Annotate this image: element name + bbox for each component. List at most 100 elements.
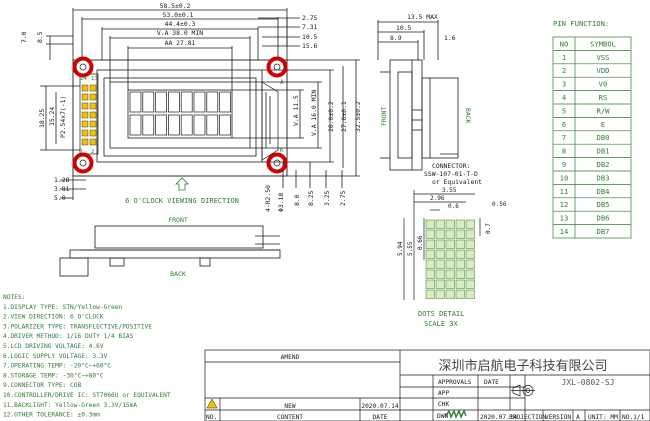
- side-view-bottom: [59, 225, 281, 277]
- side-dim-16: 1.6: [444, 34, 456, 42]
- character-cell: [193, 114, 206, 136]
- pin-symbol: VSS: [597, 53, 610, 62]
- note-line: 9.CONNECTOR TYPE: COB: [3, 382, 82, 389]
- pin-number: 9: [562, 160, 566, 169]
- projection-label: PROJECTION: [509, 414, 547, 421]
- connector-part: SSW-107-01-T-D: [424, 170, 478, 178]
- pin-function-title: PIN FUNCTION:: [553, 19, 609, 28]
- pin-label-1: 1: [80, 149, 83, 155]
- dots-dim-07: 0.7: [485, 223, 492, 234]
- note-line: 7.OPERATING TEMP: -20°C~+60°C: [3, 362, 111, 370]
- character-cell: [219, 114, 231, 136]
- dim-height-27: 27.0±0.1: [340, 101, 348, 132]
- pin-number: 13: [560, 214, 569, 223]
- dot-cell: [445, 279, 455, 289]
- dot-cell: [465, 259, 475, 269]
- front-view: [40, 8, 360, 200]
- pin-number: 14: [560, 227, 569, 236]
- dot-cell: [445, 259, 455, 269]
- pin-number: 2: [562, 66, 566, 75]
- pin-symbol: R/W: [597, 106, 611, 115]
- pin-symbol: DB5: [597, 200, 610, 209]
- pin-symbol: DB0: [597, 133, 610, 142]
- date-column-label: DATE: [373, 414, 388, 421]
- mounting-holes: [72, 56, 288, 174]
- dot-cell: [435, 269, 445, 279]
- pin-pad: [81, 84, 89, 92]
- dot-cell: [465, 289, 475, 299]
- dots-dim-594: 5.94: [397, 241, 404, 256]
- pin-pad: [81, 120, 89, 128]
- dim-va-height-1: V.A 11.5: [292, 95, 300, 126]
- dot-cell: [455, 279, 465, 289]
- pin-pad: [89, 129, 97, 137]
- dot-cell: [425, 239, 435, 249]
- pin-pads: [81, 84, 97, 146]
- mounting-hole-br: [266, 152, 288, 174]
- drawn-by-signature: [444, 409, 467, 419]
- dot-cell: [435, 279, 445, 289]
- character-cell: [142, 114, 155, 136]
- note-line: 5.LCD DRIVING VOLTAGE: 4.6V: [3, 343, 104, 350]
- character-cell: [206, 114, 219, 136]
- pin-pad: [89, 120, 97, 128]
- note-line: 3.POLARIZER TYPE: TRANSFLECTIVE/POSITIVE: [3, 323, 152, 330]
- dot-cell: [455, 269, 465, 279]
- pin-pad: [89, 111, 97, 119]
- dim-height-26: 26.0±0.2: [327, 101, 335, 132]
- dots-detail-scale: SCALE 3X: [424, 320, 459, 328]
- pin-number: 12: [560, 200, 569, 209]
- note-line: 8.STORAGE TEMP: -30°C~+80°C: [3, 371, 104, 379]
- pin-label-13: 13: [91, 76, 98, 82]
- dot-cell: [455, 289, 465, 299]
- pin-number: 11: [560, 187, 569, 196]
- dot-cell: [465, 229, 475, 239]
- dot-cell: [445, 249, 455, 259]
- character-cell: [129, 114, 142, 136]
- unit-label: UNIT: MM: [588, 414, 618, 421]
- character-cell: [155, 91, 167, 113]
- dim-right-top-2: 7.31: [302, 23, 318, 31]
- pin-number: 4: [562, 93, 566, 102]
- dot-cell: [425, 259, 435, 269]
- notes-list: NOTES:1.DISPLAY TYPE: STN/Yellow-Green2.…: [3, 294, 171, 419]
- dots-dim-056: 0.56: [492, 201, 507, 208]
- side-back-label: BACK: [464, 108, 472, 124]
- dim-bottom-3: 3.25: [323, 190, 331, 206]
- dim-va-width: V.A 38.0 MIN: [157, 29, 203, 37]
- dim-overall-width: 58.5±0.2: [160, 2, 191, 10]
- dim-left-top-1: 7.0: [20, 31, 28, 43]
- pin-table-frame: [552, 36, 632, 239]
- amend-label: AMEND: [281, 354, 300, 361]
- character-cell: [168, 114, 180, 136]
- revision-date: 2020.07.14: [361, 403, 399, 410]
- pin-number: 10: [560, 173, 569, 182]
- pin-symbol: E: [601, 120, 605, 129]
- dot-cell: [465, 219, 475, 229]
- character-cell: [219, 91, 231, 113]
- pin-pad: [81, 93, 89, 101]
- dots-dim-355: 3.55: [442, 187, 457, 194]
- dot-cell: [435, 259, 445, 269]
- dim-left-bottom-3: 5.0: [54, 194, 66, 202]
- pin-symbol: VDD: [597, 66, 610, 75]
- dot-cell: [425, 249, 435, 259]
- pin-symbol: DB3: [597, 173, 610, 182]
- dim-left-top-2: 8.5: [36, 31, 44, 43]
- dot-cell: [465, 279, 475, 289]
- pin-pad: [81, 138, 89, 146]
- part-number: JXL-0802-SJ: [562, 378, 615, 387]
- pin-number: 7: [562, 133, 566, 142]
- dot-cell: [455, 249, 465, 259]
- dot-cell: [425, 289, 435, 299]
- dot-cell: [435, 249, 445, 259]
- pin-header-no: NO: [560, 39, 569, 48]
- dim-bottom-2: 8.25: [307, 190, 315, 206]
- dot-cell: [425, 229, 435, 239]
- side-dim-89: 8.9: [390, 34, 402, 42]
- mounting-hole-bl: [72, 152, 94, 174]
- dim-right-top-3: 10.5: [302, 33, 318, 41]
- dot-cell: [435, 219, 445, 229]
- dim-aa-width: AA 27.81: [165, 39, 196, 47]
- pin-pad: [89, 138, 97, 146]
